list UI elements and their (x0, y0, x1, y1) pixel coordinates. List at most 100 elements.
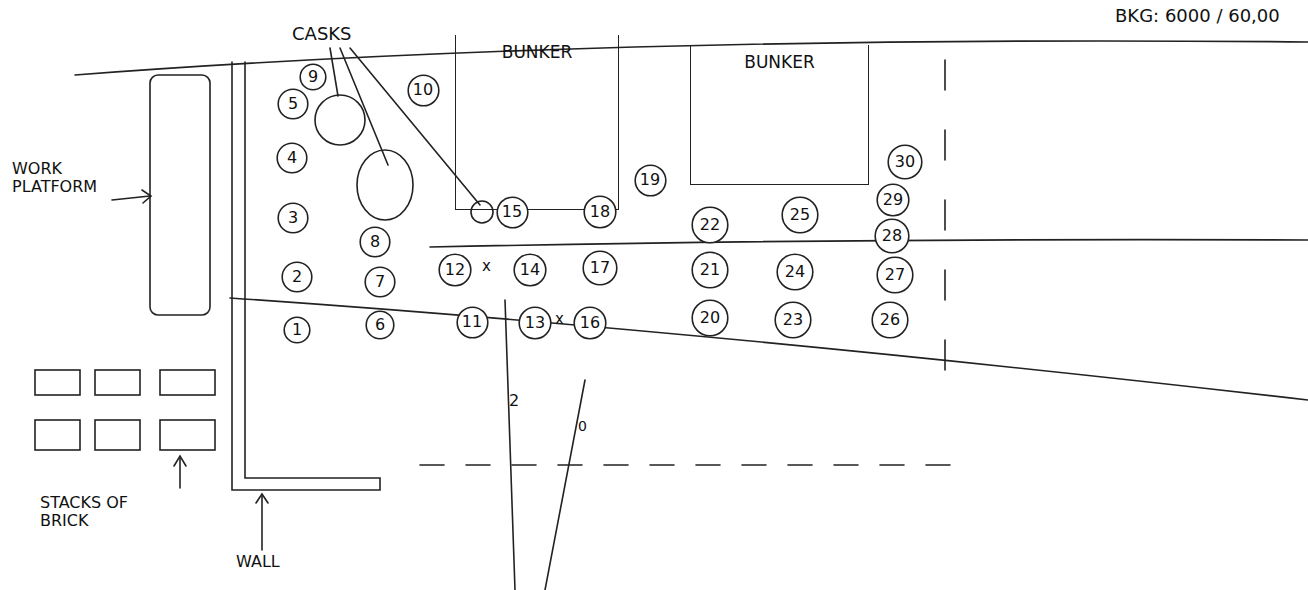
cask-ellipse (692, 252, 728, 288)
cask-number: 28 (882, 227, 902, 245)
cask-ellipse (782, 197, 818, 233)
sketch-label: STACKS OF BRICK (40, 494, 170, 531)
cask-circle: 7 (364, 266, 396, 298)
cask-ellipse (875, 219, 909, 253)
cask-ellipse (277, 143, 307, 173)
cask-circle: 1 (283, 316, 311, 344)
brick-stack (95, 420, 140, 450)
cask-number: 3 (288, 209, 298, 227)
cask-number: 7 (375, 273, 385, 291)
bunker-label: BUNKER (691, 53, 868, 72)
boundary-line (75, 41, 1308, 75)
work-platform (150, 75, 210, 315)
cask-ellipse (888, 145, 922, 179)
cask-number: 8 (370, 233, 380, 251)
cask-circle: 28 (874, 218, 910, 254)
cask-number: 21 (700, 261, 720, 279)
wall-outline (232, 62, 380, 490)
cask-circle: 24 (776, 253, 814, 291)
cask-number: 29 (883, 191, 903, 209)
cask-number: 25 (790, 206, 810, 224)
sketch-label: x (482, 258, 491, 275)
cask-circle: 6 (365, 310, 395, 340)
row-line (430, 240, 1308, 247)
cask-ellipse (408, 75, 439, 106)
cask-ellipse (282, 262, 312, 292)
leader-line (261, 496, 263, 550)
cask-ellipse (574, 307, 606, 339)
dashed-line (420, 464, 950, 466)
sketch-label: CASKS (292, 24, 352, 45)
arrow-head (142, 190, 151, 203)
cask-circle: 10 (407, 74, 440, 107)
cask-ellipse (360, 227, 390, 257)
brick-stack (160, 370, 215, 395)
cask-number: 13 (525, 314, 545, 332)
brick-stack (95, 370, 140, 395)
dashed-line (944, 60, 946, 410)
cask-ellipse (584, 196, 616, 228)
cask-number: 14 (520, 261, 540, 279)
brick-stack (35, 370, 80, 395)
cask-number: 22 (700, 216, 720, 234)
cask-ellipse (692, 300, 728, 336)
cask-number: 19 (640, 171, 660, 189)
cask-circle: 18 (583, 195, 617, 229)
cask-number: 10 (413, 81, 433, 99)
cask-number: 12 (445, 261, 465, 279)
cask-circle: 8 (359, 226, 391, 258)
sketch-label: 2 (509, 392, 519, 410)
bunker-box: BUNKER (455, 35, 619, 210)
brick-stack (35, 420, 80, 450)
cask-number: 11 (462, 313, 482, 331)
cask-ellipse (692, 207, 728, 243)
cask-circle: 14 (513, 253, 547, 287)
leader-line (350, 48, 480, 205)
cask-circle: 3 (277, 202, 309, 234)
cask-number: 2 (292, 268, 302, 286)
leader-arrow (112, 196, 150, 200)
row-line (230, 298, 1308, 400)
cask-number: 9 (308, 68, 318, 86)
cask-number: 1 (292, 321, 302, 339)
cask-number: 20 (700, 309, 720, 327)
brick-stack (160, 420, 215, 450)
sketch-label: WORK PLATFORM (12, 160, 112, 197)
cask-circle: 27 (876, 256, 914, 294)
cask-circle: 15 (496, 196, 529, 229)
cask-number: 27 (885, 266, 905, 284)
cask-circle: 19 (634, 164, 667, 197)
cask-circle: 16 (573, 306, 607, 340)
cask-circle: 2 (281, 261, 313, 293)
cask-number: 30 (895, 153, 915, 171)
cask-number: 26 (880, 311, 900, 329)
cask-ellipse (366, 311, 394, 339)
cask-ellipse (777, 254, 813, 290)
cask-circle: 17 (582, 250, 618, 286)
cask-circle: 21 (691, 251, 729, 289)
cask-circle: 23 (774, 301, 812, 339)
cask-ellipse (457, 307, 488, 338)
cask (315, 95, 365, 145)
sketch-line (545, 380, 585, 590)
cask-ellipse (514, 254, 546, 286)
bunker-box: BUNKER (690, 45, 869, 185)
cask-number: 6 (375, 316, 385, 334)
cask-circle: 29 (876, 183, 910, 217)
cask-number: 18 (590, 203, 610, 221)
cask-ellipse (278, 203, 308, 233)
arrow-head (174, 456, 186, 466)
cask-ellipse (284, 317, 310, 343)
sketch-label: x (555, 311, 564, 328)
cask-circle: 26 (871, 301, 909, 339)
sketch-line (505, 300, 515, 590)
leader-line (330, 48, 338, 96)
cask-ellipse (439, 254, 471, 286)
cask-circle: 12 (438, 253, 472, 287)
cask-number: 17 (590, 259, 610, 277)
bunker-label: BUNKER (456, 43, 618, 62)
cask-number: 4 (287, 149, 297, 167)
leader-arrow (179, 458, 181, 488)
cask-ellipse (519, 307, 551, 339)
